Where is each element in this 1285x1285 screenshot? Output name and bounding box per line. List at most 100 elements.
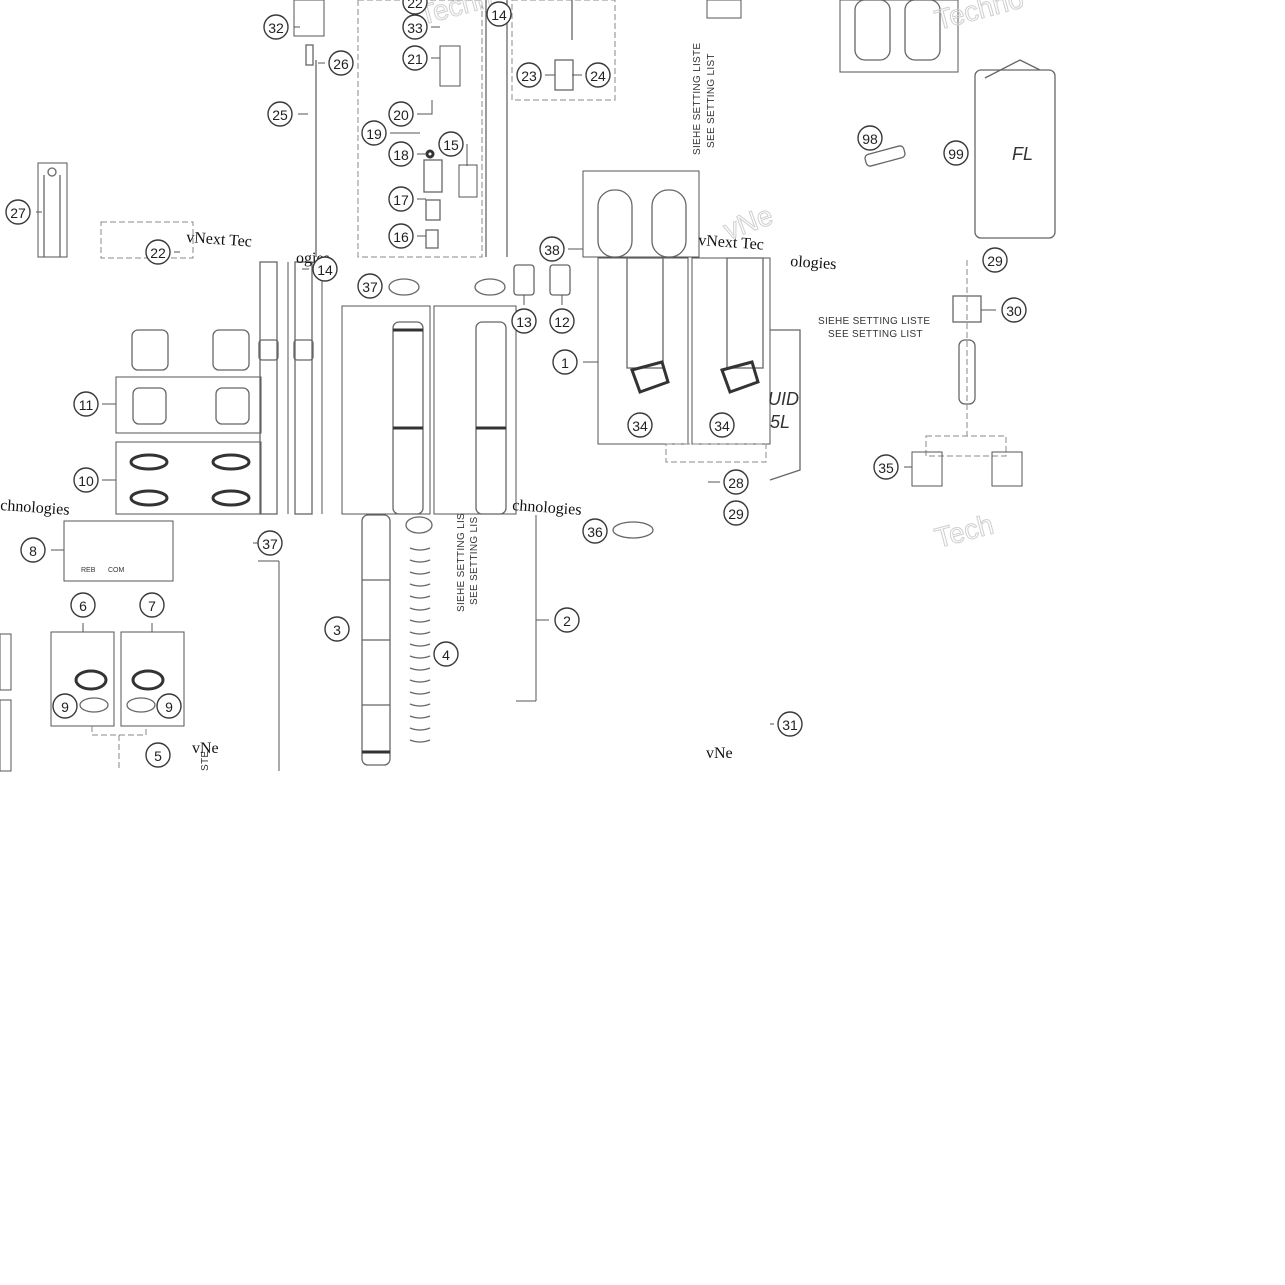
- part-callout: 29: [723, 500, 749, 526]
- callout-circle: [388, 186, 414, 212]
- callout-circle: [312, 256, 338, 282]
- part-callout: 16: [388, 223, 414, 249]
- fluid-can-text: UID: [768, 389, 799, 409]
- part-callout: 19: [361, 120, 387, 146]
- callout-circle: [357, 273, 383, 299]
- fluid-can-text: FL: [1012, 144, 1033, 164]
- callout-number: 18: [393, 147, 409, 163]
- tile-bottom: [0, 514, 654, 772]
- callout-number: 6: [79, 598, 87, 614]
- callout-number: 11: [79, 397, 94, 413]
- watermark: Techno: [932, 0, 1027, 36]
- watermark: ologies: [790, 253, 837, 273]
- callout-number: 24: [590, 68, 606, 84]
- part-callout: 14: [312, 256, 338, 282]
- setting-note-en: SEE SETTING LIST: [828, 329, 923, 340]
- callout-circle: [145, 742, 171, 768]
- part-callout: 36: [582, 518, 608, 544]
- callout-number: 9: [165, 699, 173, 715]
- part-callout: 29: [982, 247, 1008, 273]
- watermark: vNe: [719, 199, 776, 245]
- callout-circle: [73, 391, 99, 417]
- callout-number: 20: [393, 107, 409, 123]
- callout-number: 99: [948, 146, 964, 162]
- callout-circle: [388, 101, 414, 127]
- callout-number: 17: [393, 192, 409, 208]
- callout-circle: [156, 693, 182, 719]
- setting-note-en: SEE SETTING LIST: [706, 53, 717, 148]
- part-callout: 23: [516, 62, 542, 88]
- part-callout: 21: [402, 45, 428, 71]
- callout-number: 15: [443, 137, 459, 153]
- callout-circle: [328, 50, 354, 76]
- callout-number: 25: [272, 107, 288, 123]
- callout-number: 21: [407, 51, 423, 67]
- callout-circle: [139, 592, 165, 618]
- part-callout: 31: [777, 711, 803, 737]
- com-label: COM: [108, 567, 125, 574]
- setting-note-partial: SIEHE SETTING LIS: [456, 513, 467, 612]
- callout-circle: [388, 141, 414, 167]
- watermark: vNext Tec: [698, 232, 765, 254]
- callout-number: 1: [561, 355, 569, 371]
- callout-number: 3: [333, 622, 341, 638]
- callout-circle: [433, 641, 459, 667]
- callout-number: 9: [61, 699, 69, 715]
- part-callout: 20: [388, 101, 414, 127]
- part-callout: 7: [139, 592, 165, 618]
- part-callout: 11: [73, 391, 99, 417]
- watermark: vNe: [192, 740, 219, 757]
- callout-number: 23: [521, 68, 537, 84]
- callout-circle: [552, 349, 578, 375]
- part-callout: 18: [388, 141, 414, 167]
- callout-number: 36: [587, 524, 603, 540]
- callout-circle: [402, 45, 428, 71]
- part-callout: 8: [20, 537, 46, 563]
- part-callout: 24: [585, 62, 611, 88]
- callout-number: 38: [544, 242, 560, 258]
- callout-number: 2: [563, 613, 571, 629]
- part-callout: 12: [549, 308, 575, 334]
- part-callout: 9: [156, 693, 182, 719]
- callout-number: 14: [491, 7, 507, 23]
- reb-label: REB: [81, 567, 96, 574]
- callout-number: 4: [442, 647, 450, 663]
- callout-number: 37: [262, 536, 278, 552]
- callout-circle: [402, 14, 428, 40]
- callout-number: 12: [554, 314, 570, 330]
- tile-middle: [115, 257, 1023, 515]
- part-callout: 22: [145, 239, 171, 265]
- callout-number: 14: [317, 262, 333, 278]
- callout-number: 10: [78, 473, 94, 489]
- callout-number: 35: [878, 460, 894, 476]
- part-callout: 27: [5, 199, 31, 225]
- callout-circle: [539, 236, 565, 262]
- callout-number: 8: [29, 543, 37, 559]
- part-callout: 34: [709, 412, 735, 438]
- callout-number: 16: [393, 229, 409, 245]
- part-callout: 28: [723, 469, 749, 495]
- callout-number: 19: [366, 126, 382, 142]
- part-callout: 22: [402, 0, 428, 15]
- callout-circle: [709, 412, 735, 438]
- watermarks: vNext Tec vNext Tec vNe ogies ologies ch…: [0, 0, 1027, 762]
- part-callout: 3: [324, 616, 350, 642]
- part-callout: 37: [257, 530, 283, 556]
- callout-number: 33: [407, 20, 423, 36]
- callout-circle: [549, 308, 575, 334]
- callout-number: 98: [862, 131, 878, 147]
- part-callout: 38: [539, 236, 565, 262]
- callout-circle: [438, 131, 464, 157]
- watermark: chnologies: [512, 497, 582, 519]
- setting-note-partial: SEE SETTING LIS: [469, 517, 480, 605]
- part-callout: 2: [554, 607, 580, 633]
- callout-number: 34: [714, 418, 730, 434]
- callout-number: 5: [154, 748, 162, 764]
- callout-circle: [20, 537, 46, 563]
- callout-circle: [873, 454, 899, 480]
- part-callout: 99: [943, 140, 969, 166]
- callout-circle: [361, 120, 387, 146]
- part-callout: 25: [267, 101, 293, 127]
